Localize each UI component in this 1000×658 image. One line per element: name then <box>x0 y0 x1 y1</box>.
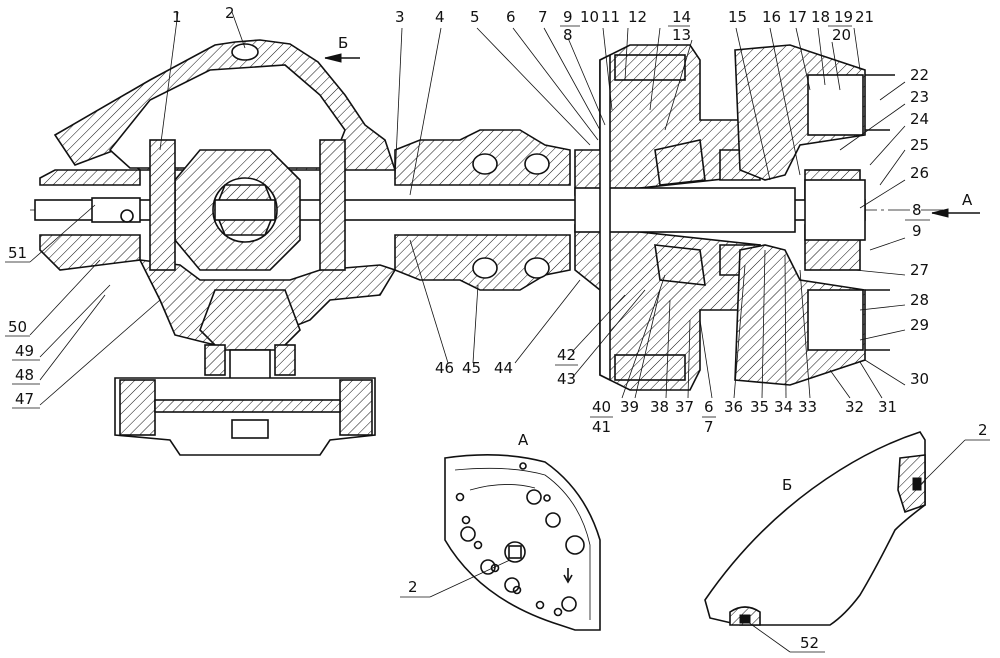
label-31: 31 <box>878 398 897 416</box>
label-28: 28 <box>910 291 929 309</box>
label-40: 40 <box>592 398 611 416</box>
label-3: 3 <box>395 8 405 26</box>
differential-gears <box>149 139 346 271</box>
label-48: 48 <box>15 366 34 384</box>
detail-b-label-2: 2 <box>978 421 988 439</box>
label-16: 16 <box>762 8 781 26</box>
label-43: 43 <box>557 370 576 388</box>
label-11: 11 <box>601 8 620 26</box>
label-45: 45 <box>462 359 481 377</box>
label-33: 33 <box>798 398 817 416</box>
view-b-marker: Б <box>338 34 348 52</box>
label-30: 30 <box>910 370 929 388</box>
label-50: 50 <box>8 318 27 336</box>
label-8-right: 8 <box>912 201 922 219</box>
bolt-holes-ring <box>455 462 585 617</box>
detail-b-label-52: 52 <box>800 634 819 652</box>
label-13: 13 <box>672 26 691 44</box>
label-18: 18 <box>811 8 830 26</box>
label-14: 14 <box>672 8 691 26</box>
label-46: 46 <box>435 359 454 377</box>
label-5: 5 <box>470 8 480 26</box>
part-labels-bottom: 46 45 44 42 43 40 41 39 38 37 6 7 36 35 … <box>435 346 897 436</box>
label-39: 39 <box>620 398 639 416</box>
view-arrow-a: А <box>931 191 980 218</box>
label-9: 9 <box>563 8 573 26</box>
label-19: 19 <box>834 8 853 26</box>
label-7: 7 <box>538 8 548 26</box>
label-32: 32 <box>845 398 864 416</box>
label-27: 27 <box>910 261 929 279</box>
label-42: 42 <box>557 346 576 364</box>
label-24: 24 <box>910 110 929 128</box>
label-12: 12 <box>628 8 647 26</box>
label-34: 34 <box>774 398 793 416</box>
part-labels-left: 51 50 49 48 47 <box>5 244 40 409</box>
label-7-bottom: 7 <box>704 418 714 436</box>
label-35: 35 <box>750 398 769 416</box>
part-labels-top: 1 2 3 4 5 6 7 9 8 10 11 12 14 13 15 16 1… <box>172 4 874 44</box>
label-51: 51 <box>8 244 27 262</box>
label-17: 17 <box>788 8 807 26</box>
label-8: 8 <box>563 26 573 44</box>
label-25: 25 <box>910 136 929 154</box>
label-36: 36 <box>724 398 743 416</box>
label-2: 2 <box>225 4 235 22</box>
label-22: 22 <box>910 66 929 84</box>
view-a-marker: А <box>962 191 973 209</box>
label-44: 44 <box>494 359 513 377</box>
label-20: 20 <box>832 26 851 44</box>
wheel-hub-section <box>574 44 895 391</box>
leader-lines <box>29 11 906 406</box>
label-26: 26 <box>910 164 929 182</box>
view-b-title: Б <box>782 476 792 494</box>
label-49: 49 <box>15 342 34 360</box>
label-1: 1 <box>172 8 182 26</box>
view-arrow-b: Б <box>324 34 360 63</box>
label-4: 4 <box>435 8 445 26</box>
detail-view-b: Б 2 52 <box>704 421 990 653</box>
label-10: 10 <box>580 8 599 26</box>
label-37: 37 <box>675 398 694 416</box>
label-15: 15 <box>728 8 747 26</box>
label-6: 6 <box>506 8 516 26</box>
label-6-bottom: 6 <box>704 398 714 416</box>
view-a-title: А <box>518 431 529 449</box>
drive-flange <box>114 377 376 456</box>
label-21: 21 <box>855 8 874 26</box>
detail-a-label-2: 2 <box>408 578 418 596</box>
label-47: 47 <box>15 390 34 408</box>
label-38: 38 <box>650 398 669 416</box>
detail-view-a: А 2 <box>400 431 601 631</box>
part-labels-right: 22 23 24 25 26 8 9 27 28 29 30 <box>905 66 930 388</box>
label-23: 23 <box>910 88 929 106</box>
label-29: 29 <box>910 316 929 334</box>
label-41: 41 <box>592 418 611 436</box>
label-9-right: 9 <box>912 222 922 240</box>
